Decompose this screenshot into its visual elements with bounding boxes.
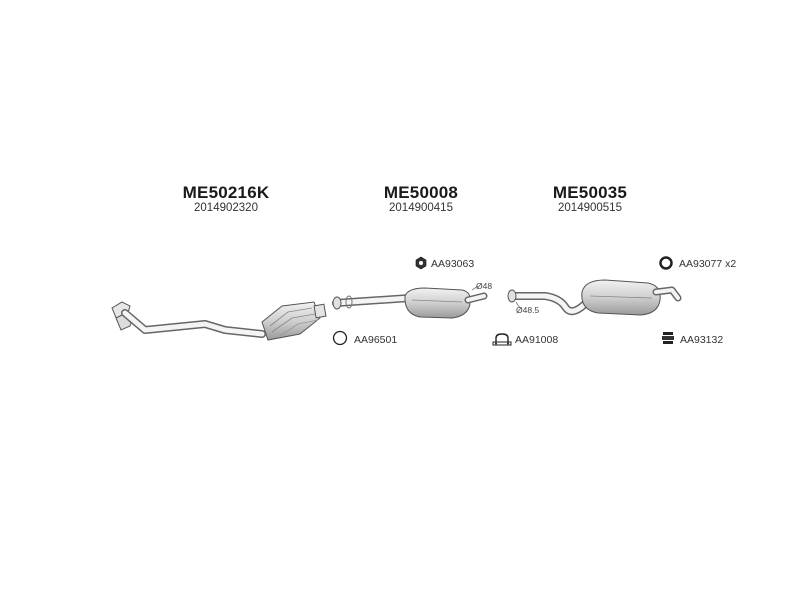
rubber-ring-icon bbox=[659, 256, 673, 270]
part-oem-1: 2014902320 bbox=[194, 202, 258, 214]
rubber-mount-icon bbox=[662, 332, 674, 344]
part-code-2: ME50008 bbox=[383, 183, 459, 202]
accessory-code-2: AA96501 bbox=[354, 334, 398, 346]
middle-silencer bbox=[332, 285, 488, 319]
part-oem-3: 2014900515 bbox=[558, 202, 622, 214]
ring-gasket-icon bbox=[332, 330, 348, 346]
clamp-icon bbox=[492, 333, 512, 346]
accessory-code-3: AA91008 bbox=[515, 334, 559, 346]
accessory-code-1: AA93063 bbox=[431, 258, 475, 270]
part-oem-2: 2014900415 bbox=[389, 202, 453, 214]
rear-silencer bbox=[507, 279, 682, 316]
part-code-3: ME50035 bbox=[552, 183, 628, 202]
bracket-icon bbox=[415, 256, 427, 270]
part-code-1: ME50216K bbox=[182, 183, 270, 202]
accessory-code-4: AA93077 x2 bbox=[679, 258, 737, 270]
accessory-code-5: AA93132 bbox=[680, 334, 724, 346]
dimension-label-2: Ø48.5 bbox=[516, 305, 540, 315]
front-pipe-catalyst bbox=[111, 301, 327, 341]
dimension-label-1: Ø48 bbox=[476, 281, 493, 291]
